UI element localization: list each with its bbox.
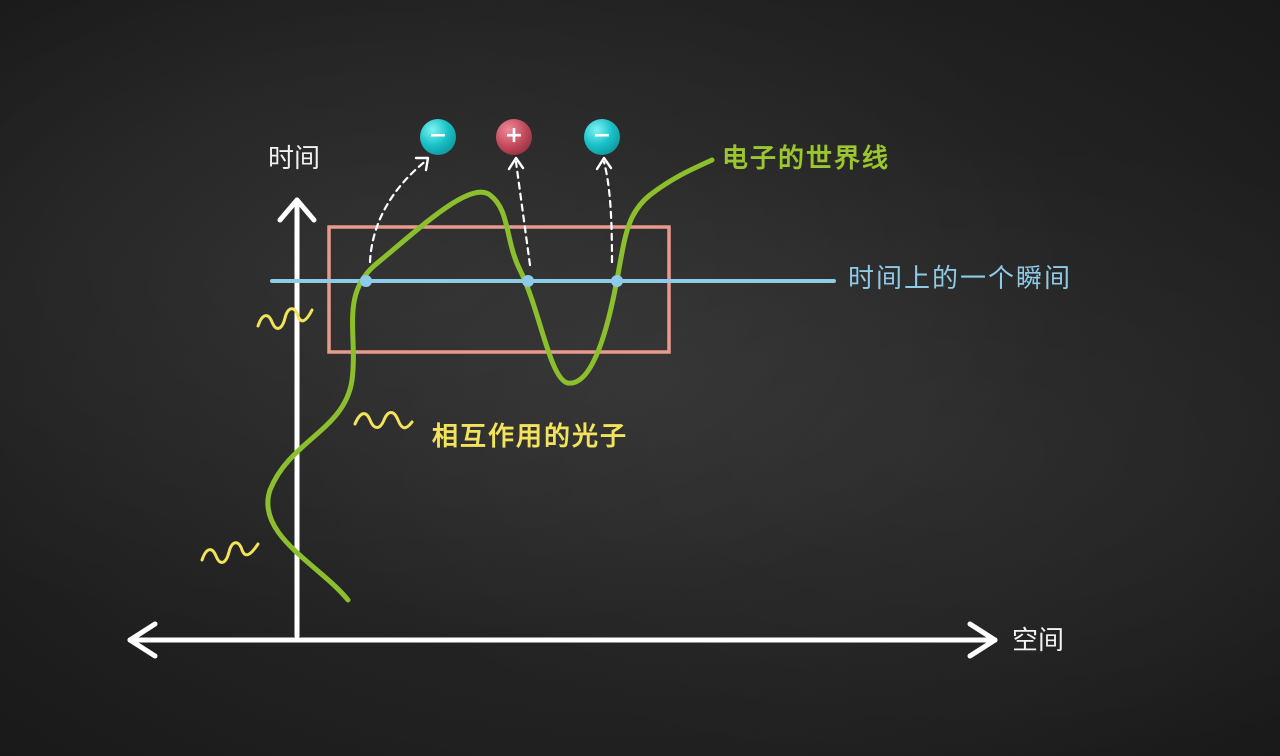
intersection-point-3 — [611, 275, 623, 287]
arrowhead-particle-3 — [595, 156, 613, 171]
electron-particle-1: − — [420, 119, 456, 155]
photons — [200, 307, 414, 564]
arrowhead-particle-1 — [414, 156, 430, 172]
particle-1-symbol: − — [428, 123, 448, 148]
intersection-point-2 — [522, 275, 534, 287]
instant-label: 时间上的一个瞬间 — [848, 264, 1073, 294]
positron-particle: + — [496, 119, 532, 155]
arrow-to-particle-1 — [368, 158, 429, 264]
time-axis-arrowhead — [277, 197, 317, 223]
axes — [127, 197, 998, 659]
space-axis-left-arrowhead — [127, 621, 158, 659]
space-axis-label: 空间 — [1012, 626, 1065, 656]
particle-2-symbol: + — [504, 123, 524, 148]
worldline-label: 电子的世界线 — [722, 144, 891, 174]
photon-squiggle-3 — [200, 541, 260, 564]
electron-worldline — [265, 157, 715, 603]
particle-arrows — [368, 158, 614, 267]
photon-squiggle-1 — [256, 307, 314, 330]
electron-particle-2: − — [584, 119, 620, 155]
arrow-to-particle-2 — [514, 160, 532, 267]
time-window-box — [327, 225, 671, 354]
time-axis-label: 时间 — [268, 144, 321, 174]
particle-arrowheads — [414, 156, 613, 172]
photon-label: 相互作用的光子 — [432, 422, 629, 452]
particle-3-symbol: − — [592, 123, 612, 148]
arrow-to-particle-3 — [602, 160, 614, 264]
intersection-point-1 — [360, 275, 372, 287]
photon-squiggle-2 — [353, 411, 414, 430]
arrowhead-particle-2 — [507, 156, 525, 171]
intersection-points — [360, 275, 623, 287]
space-axis-right-arrowhead — [967, 621, 998, 659]
